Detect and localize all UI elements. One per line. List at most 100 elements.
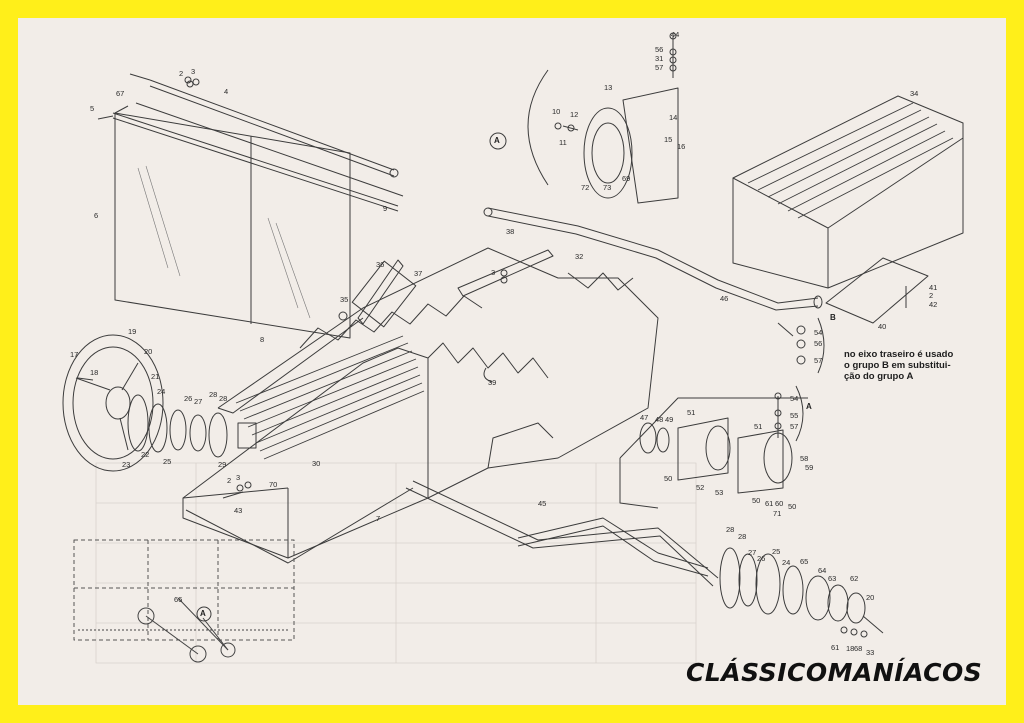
main-conveyor — [182, 247, 659, 559]
part-label: 28 — [738, 532, 747, 541]
hub-assembly-right — [619, 385, 808, 509]
part-label: 58 — [800, 454, 809, 463]
part-label: 51 — [687, 408, 696, 417]
part-label: 7 — [376, 514, 381, 523]
lower-frame — [185, 480, 719, 587]
part-label: 24 — [782, 558, 791, 567]
bolt-stack-top — [669, 32, 677, 78]
part-label: 50 — [664, 474, 673, 483]
part-label: 72 — [581, 183, 590, 192]
callout-circle-A-top — [489, 132, 507, 150]
part-label: 43 — [234, 506, 243, 515]
part-label: 23 — [122, 460, 131, 469]
part-label: 18 — [846, 644, 855, 653]
part-label: 24 — [157, 387, 166, 396]
part-label: 54 — [814, 328, 823, 337]
part-label: 35 — [340, 295, 349, 304]
part-label: 32 — [575, 252, 584, 261]
note-line: no eixo traseiro é usado — [844, 349, 954, 360]
linkage-schematic-solid — [78, 597, 288, 663]
brand-watermark: CLÁSSICOMANÍACOS — [686, 658, 983, 687]
part-label: 13 — [604, 83, 613, 92]
part-label: 25 — [163, 457, 172, 466]
part-label: 11 — [559, 138, 567, 147]
part-label: 59 — [805, 463, 814, 472]
part-label: 4 — [224, 87, 229, 96]
part-label: 45 — [538, 499, 547, 508]
part-label: 9 — [383, 204, 388, 213]
part-label: 57 — [790, 422, 799, 431]
callout-letter-A: A — [494, 136, 500, 145]
drum-assembly-A — [527, 69, 679, 204]
part-label: 31 — [655, 54, 664, 63]
glass-panel — [114, 105, 351, 339]
part-label: 18 — [90, 368, 99, 377]
assembly-note: no eixo traseiro é usado o grupo B em su… — [844, 349, 953, 382]
part-label: 26 — [184, 394, 193, 403]
part-label: 73 — [603, 183, 612, 192]
part-label: 46 — [720, 294, 729, 303]
part-label: 50 — [752, 496, 761, 505]
part-label: 47 — [640, 413, 649, 422]
part-label: 55 — [790, 411, 799, 420]
part-label: 28 — [726, 525, 735, 534]
part-label: 28 — [209, 390, 218, 399]
part-label: 30 — [312, 459, 321, 468]
callout-letter-B: B — [830, 313, 836, 322]
part-label: 71 — [773, 509, 782, 518]
part-label: 54 — [790, 394, 799, 403]
part-label: 2 — [929, 291, 934, 300]
part-label: 20 — [144, 347, 153, 356]
part-label: 51 — [754, 422, 763, 431]
part-label: 27 — [194, 397, 203, 406]
part-label: 39 — [488, 378, 497, 387]
faint-background-grid — [95, 462, 697, 664]
part-label: 2 — [227, 476, 232, 485]
part-label: 70 — [269, 480, 278, 489]
lower-axle — [517, 517, 709, 577]
part-label: 19 — [128, 327, 137, 336]
upper-axle — [483, 207, 823, 311]
part-label: 61 — [831, 643, 840, 652]
part-label: 3 — [491, 268, 496, 277]
part-label: 62 — [850, 574, 859, 583]
part-label: 36 — [376, 260, 385, 269]
diagram-sheet: 2 3 4 5 6 67 9 8 19 17 18 20 21 24 23 22… — [18, 18, 1006, 705]
part-label: 21 — [151, 372, 160, 381]
part-label: 68 — [854, 644, 863, 653]
pulley-wheel — [62, 334, 164, 472]
part-label: 8 — [260, 335, 265, 344]
note-line: ção do grupo A — [844, 371, 914, 382]
part-label: 48 — [655, 415, 664, 424]
hub-assembly-lower-right — [719, 547, 884, 638]
part-label: 28 — [219, 394, 228, 403]
misc-small-parts — [184, 76, 508, 499]
part-label: 34 — [910, 89, 919, 98]
part-label: 3 — [191, 67, 196, 76]
part-label: 27 — [748, 548, 757, 557]
part-label: 22 — [141, 450, 150, 459]
part-label: 25 — [772, 547, 781, 556]
part-label: 6 — [94, 211, 99, 220]
part-label: 60 — [775, 499, 784, 508]
part-label: 57 — [814, 356, 823, 365]
part-label: 65 — [800, 557, 809, 566]
part-label: 63 — [828, 574, 837, 583]
callout-letter-A: A — [200, 609, 206, 618]
part-label: 29 — [218, 460, 227, 469]
part-label: 15 — [664, 135, 673, 144]
exploded-view-drawing — [62, 32, 964, 664]
bearing-stack-left — [77, 377, 257, 458]
part-label: 56 — [655, 45, 664, 54]
part-label: 40 — [878, 322, 887, 331]
part-label: 10 — [552, 107, 561, 116]
part-label: 16 — [677, 142, 686, 151]
part-label: 50 — [788, 502, 797, 511]
hopper — [732, 95, 964, 289]
part-label: 2 — [179, 69, 184, 78]
part-label: 37 — [414, 269, 423, 278]
bottom-plate — [825, 257, 929, 324]
part-label: 61 — [765, 499, 774, 508]
part-label: 64 — [818, 566, 827, 575]
part-label: 20 — [866, 593, 875, 602]
